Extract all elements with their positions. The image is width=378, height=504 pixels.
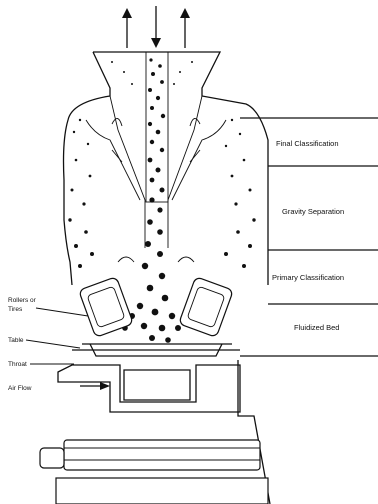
classifier-cone [110,96,202,248]
mill-housing-outline [64,52,269,285]
exhaust-arrow-right [180,8,190,48]
grinding-table [72,344,240,356]
zone-label-fluidized-bed: Fluidized Bed [294,323,339,332]
roller-right [179,277,234,338]
part-label-table: Table [8,337,24,344]
part-label-rollers-line1: Rollers or [8,297,37,304]
inner-cone-left [86,120,140,200]
rollers-leader [36,308,88,316]
exhaust-arrow-left [122,8,132,48]
inner-cone-right [172,120,226,200]
part-label-rollers-line2: Tires [8,306,23,313]
table-leader [26,340,80,348]
feed-arrow-center [151,6,161,48]
feed-pipe [146,52,168,202]
mill-base [58,365,240,412]
gearbox-housing [124,370,190,400]
zone-dividers [240,118,378,356]
drive-motor [40,440,268,504]
part-label-air-flow: Air Flow [8,385,32,392]
zone-label-final-classification: Final Classification [276,139,339,148]
air-flow-arrow [80,382,110,390]
zone-label-primary-classification: Primary Classification [272,273,344,282]
zone-label-gravity-separation: Gravity Separation [282,207,344,216]
internal-flow-arrows [112,118,200,262]
part-label-throat: Throat [8,361,27,368]
